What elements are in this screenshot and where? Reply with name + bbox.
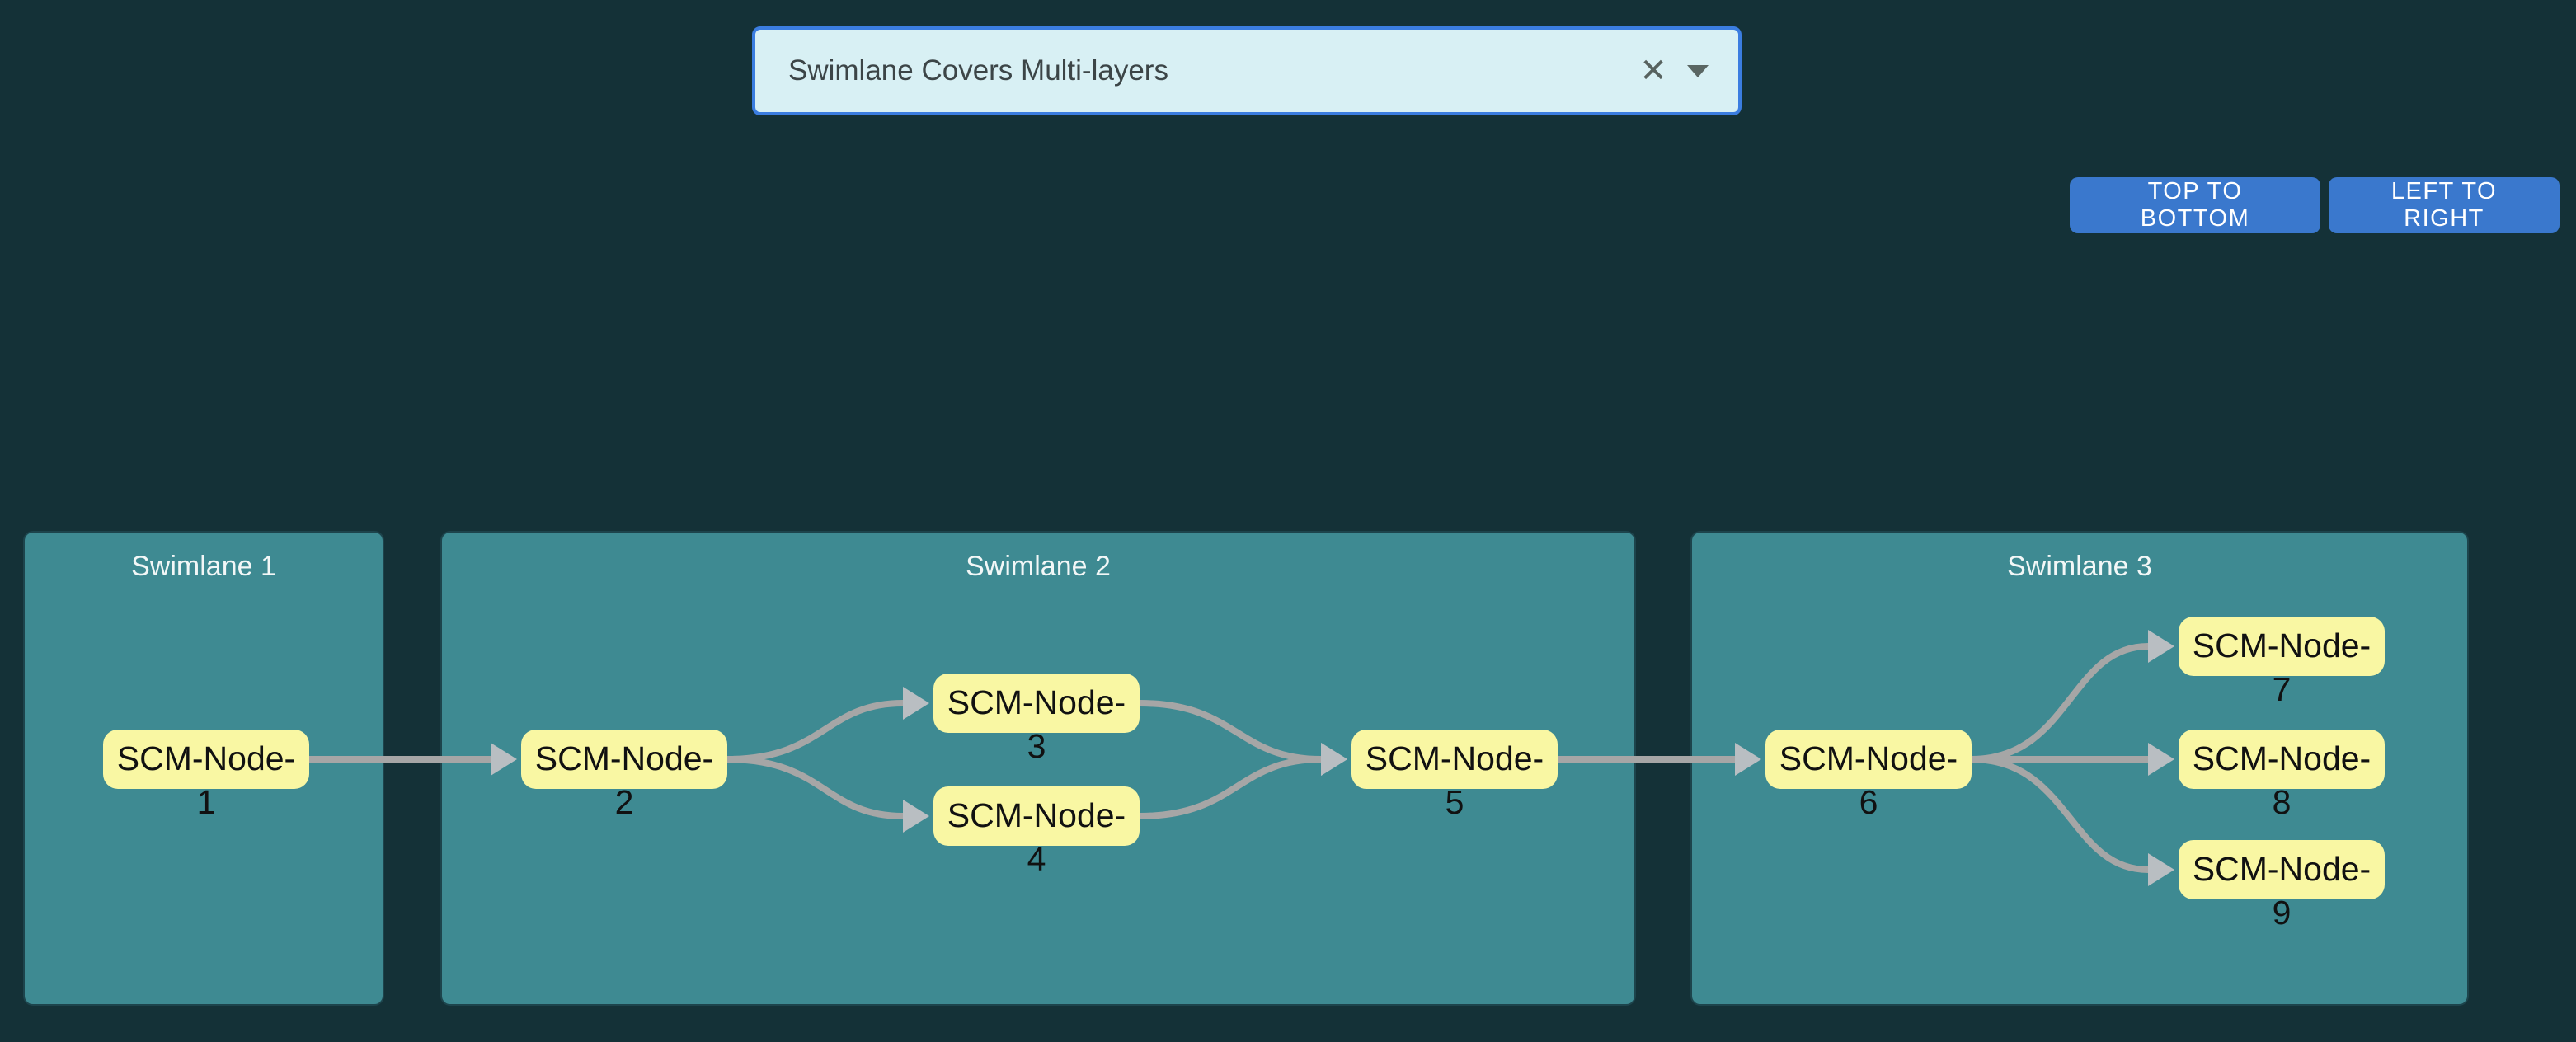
node-scm-node-1[interactable]: SCM-Node-1: [103, 730, 309, 821]
node-scm-node-8[interactable]: SCM-Node-8: [2179, 730, 2385, 821]
node-scm-node-1-label: SCM-Node-1: [116, 739, 296, 821]
swimlane-3-title: Swimlane 3: [2007, 551, 2152, 582]
example-select[interactable]: Swimlane Covers Multi-layers ✕: [752, 26, 1742, 115]
swimlane-1-title: Swimlane 1: [131, 551, 276, 582]
node-scm-node-9-label: SCM-Node-9: [2192, 850, 2372, 932]
top-to-bottom-button[interactable]: TOP TO BOTTOM: [2070, 177, 2320, 233]
node-scm-node-3[interactable]: SCM-Node-3: [933, 674, 1140, 765]
chevron-down-icon[interactable]: [1687, 64, 1709, 77]
node-scm-node-5-label: SCM-Node-5: [1365, 739, 1544, 821]
node-scm-node-2-label: SCM-Node-2: [534, 739, 714, 821]
clear-icon[interactable]: ✕: [1639, 53, 1667, 89]
node-scm-node-5[interactable]: SCM-Node-5: [1351, 730, 1558, 821]
node-scm-node-6[interactable]: SCM-Node-6: [1765, 730, 1972, 821]
example-select-value: Swimlane Covers Multi-layers: [788, 54, 1168, 87]
swimlane-2-title: Swimlane 2: [966, 551, 1111, 582]
node-scm-node-4[interactable]: SCM-Node-4: [933, 786, 1140, 878]
node-scm-node-7[interactable]: SCM-Node-7: [2179, 617, 2385, 708]
node-scm-node-2[interactable]: SCM-Node-2: [521, 730, 727, 821]
node-scm-node-6-label: SCM-Node-6: [1779, 739, 1958, 821]
node-scm-node-9[interactable]: SCM-Node-9: [2179, 840, 2385, 932]
node-scm-node-8-label: SCM-Node-8: [2192, 739, 2372, 821]
node-scm-node-7-label: SCM-Node-7: [2192, 627, 2372, 708]
node-scm-node-4-label: SCM-Node-4: [947, 796, 1126, 878]
node-scm-node-3-label: SCM-Node-3: [947, 683, 1126, 765]
left-to-right-button[interactable]: LEFT TO RIGHT: [2329, 177, 2560, 233]
